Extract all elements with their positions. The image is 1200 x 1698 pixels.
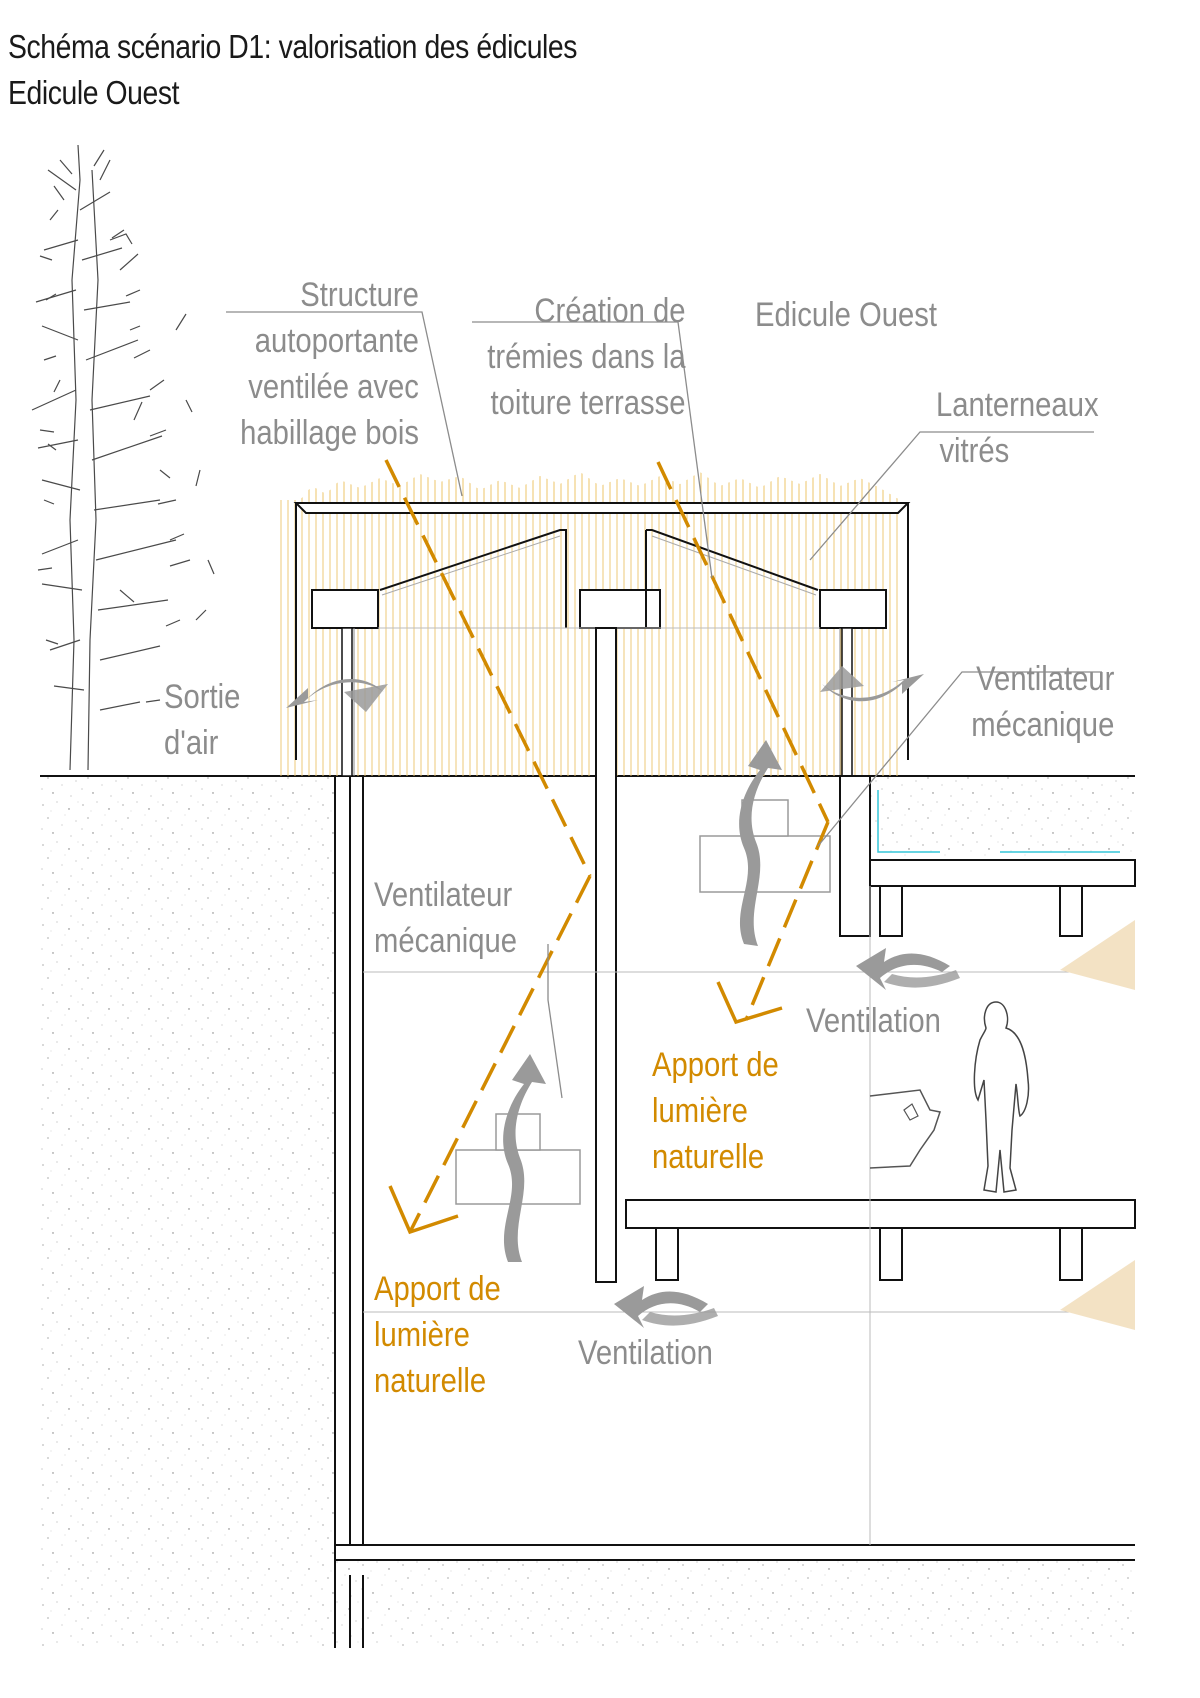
light-rays bbox=[384, 459, 830, 1233]
soil-right-top bbox=[865, 776, 1135, 856]
light-wedge-lower bbox=[1060, 1260, 1135, 1330]
label-structure-autoportante: Structure autoportante ventilée avec hab… bbox=[240, 276, 419, 452]
leader-lines bbox=[226, 311, 1102, 1099]
label-edicule-ouest: Edicule Ouest bbox=[755, 296, 938, 334]
car-illustration bbox=[869, 1089, 941, 1169]
mechanical-ventilator-upper bbox=[699, 799, 831, 893]
label-ventilation-lower: Ventilation bbox=[578, 1334, 713, 1372]
label-creation-tremies: Création de trémies dans la toiture terr… bbox=[487, 292, 686, 422]
label-apport-lumiere-lower: Apport de lumière naturelle bbox=[374, 1270, 501, 1400]
label-ventilation-upper: Ventilation bbox=[806, 1002, 941, 1040]
light-wedge-upper bbox=[1060, 920, 1135, 990]
wood-cladding bbox=[278, 472, 903, 776]
label-apport-lumiere-upper: Apport de lumière naturelle bbox=[652, 1046, 779, 1176]
tree-illustration bbox=[31, 144, 215, 771]
person-silhouette bbox=[973, 1001, 1030, 1193]
airflow-arrows bbox=[286, 666, 960, 1328]
soil-bottom bbox=[335, 1560, 1135, 1648]
label-lanterneaux-vitres: Lanterneaux vitrés bbox=[936, 386, 1099, 470]
soil-left bbox=[40, 776, 335, 1648]
underground-structure bbox=[334, 775, 1136, 1648]
diagram-subtitle: Edicule Ouest bbox=[8, 74, 180, 111]
label-sortie-air: Sortie d'air bbox=[164, 678, 241, 762]
light-arrowheads bbox=[388, 981, 783, 1235]
label-ventilateur-mecanique-upper: Ventilateur mécanique bbox=[970, 660, 1114, 744]
diagram-title: Schéma scénario D1: valorisation des édi… bbox=[8, 28, 578, 65]
label-ventilateur-mecanique-lower: Ventilateur mécanique bbox=[374, 876, 518, 960]
edicule-structure bbox=[293, 502, 911, 1283]
